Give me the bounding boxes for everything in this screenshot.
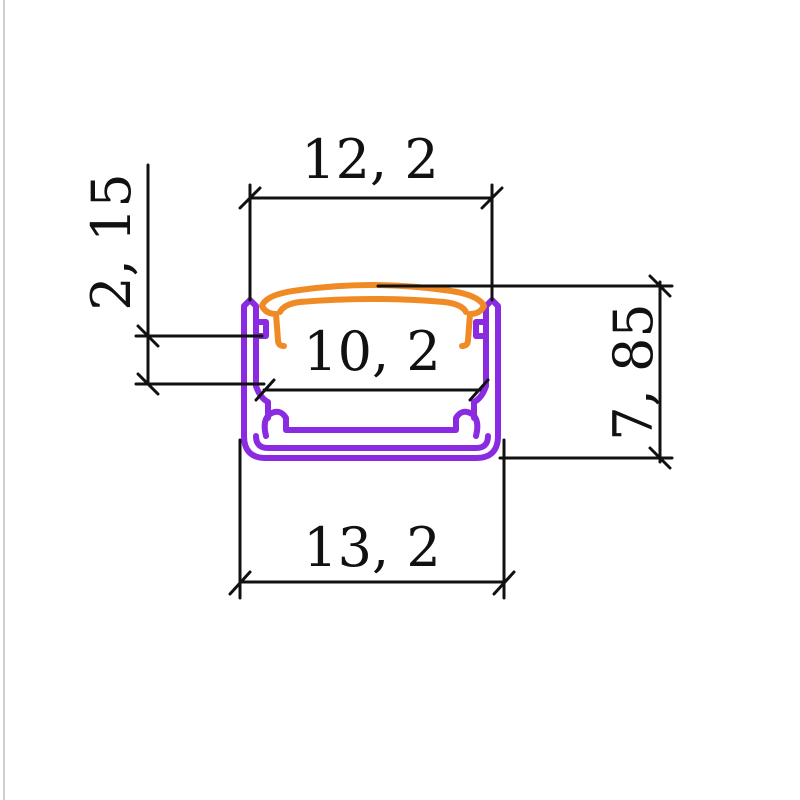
housing-inner-rim — [253, 433, 491, 451]
diffuser-cover-inner — [277, 296, 469, 315]
dimension-left-height: 2, 15 — [80, 163, 266, 396]
dimension-label-bottom-width: 13, 2 — [303, 516, 440, 579]
dimension-inner-width: 10, 2 — [254, 320, 490, 402]
dimension-bottom-width: 13, 2 — [228, 438, 516, 600]
diffuser-cover — [259, 282, 487, 349]
dimension-label-top-width: 12, 2 — [301, 128, 438, 191]
dimension-right-height: 7, 85 — [376, 274, 674, 470]
housing-right-tab — [473, 319, 489, 339]
dimension-label-inner-width: 10, 2 — [303, 320, 440, 383]
dimension-label-left-height: 2, 15 — [80, 173, 143, 310]
dimension-top-width: 12, 2 — [238, 128, 504, 302]
dimension-label-right-height: 7, 85 — [602, 303, 665, 440]
